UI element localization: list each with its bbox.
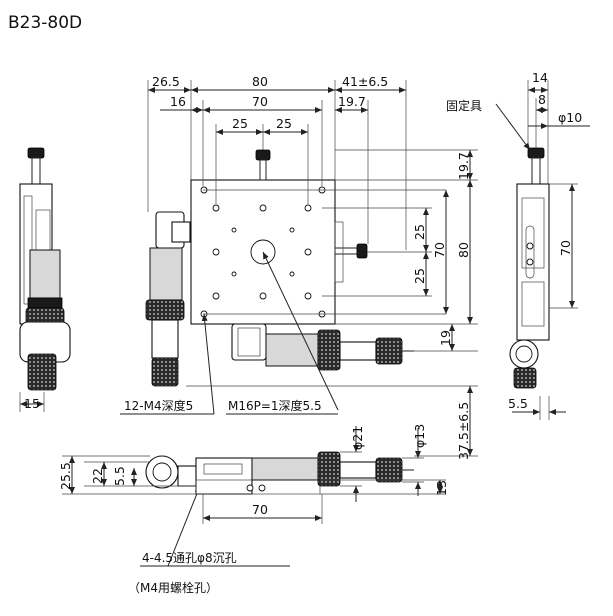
micrometer-thimble-x	[317, 329, 341, 371]
dim-5-5-side: 5.5	[508, 396, 528, 411]
bottom-micrometer-thimble	[317, 451, 341, 487]
dim-25-top-b: 25	[276, 116, 292, 131]
callouts: 12-M4深度5 M16P=1深度5.5 4-4.5通孔φ8沉孔 （M4用螺栓孔…	[120, 251, 339, 595]
bottom-micrometer-ratchet	[375, 457, 403, 483]
right-side-view: 14 8 φ10 70 5.5 固定具	[446, 70, 590, 420]
micrometer-sleeve-y	[149, 247, 183, 301]
dim-80-right: 80	[456, 242, 471, 258]
drawing-title: B23-80D	[8, 13, 82, 33]
bottom-micrometer-sleeve	[251, 457, 319, 481]
micrometer-thimble-y	[145, 299, 185, 321]
bolt-holes-label: （M4用螺栓孔）	[128, 580, 218, 595]
right-dimensions: 19.7 25 70 80 25 19 37.5±6.5	[186, 149, 478, 460]
m4-holes-label: 12-M4深度5	[124, 398, 193, 413]
dim-19-right: 19	[438, 330, 453, 346]
micrometer-ratchet-y	[151, 357, 179, 387]
bottom-view: 25.5 22 5.5 70 φ21 φ13 13	[58, 424, 449, 524]
dim-left-15: 15	[24, 396, 40, 411]
dim-37-5-pm: 37.5±6.5	[456, 402, 471, 460]
dim-phi10: φ10	[558, 110, 582, 125]
dim-70-right: 70	[432, 242, 447, 258]
dim-70-bottom: 70	[252, 502, 268, 517]
micrometer-sleeve-x	[265, 333, 319, 367]
micrometer-sleeve-left	[29, 249, 61, 299]
dim-16: 16	[170, 94, 186, 109]
through-holes-label: 4-4.5通孔φ8沉孔	[142, 551, 237, 565]
bottom-body	[195, 457, 253, 495]
dim-8: 8	[538, 92, 546, 107]
top-view	[145, 149, 414, 387]
fixture-knob-left	[27, 147, 45, 159]
dim-80-top: 80	[252, 74, 268, 89]
dim-phi13: φ13	[412, 424, 427, 448]
fixture-knob-right	[356, 243, 368, 259]
fixture-post-left	[31, 157, 41, 185]
fixture-label: 固定具	[446, 98, 482, 113]
dim-70-side: 70	[558, 240, 573, 256]
m16-hole-label: M16P=1深度5.5	[228, 398, 322, 413]
dim-25-right-a: 25	[412, 224, 427, 240]
micrometer-knurl-left-bottom	[27, 353, 57, 391]
left-side-view: 15	[19, 147, 71, 412]
dim-22-bottom: 22	[90, 468, 105, 484]
fixture-knob-top	[255, 149, 271, 161]
micrometer-ratchet-x	[375, 337, 403, 365]
dim-25-right-b: 25	[412, 268, 427, 284]
dim-25-5-bottom: 25.5	[58, 462, 73, 490]
dim-phi21: φ21	[350, 426, 365, 450]
dim-19-7-top: 19.7	[338, 94, 366, 109]
fixture-knob-side	[527, 147, 545, 159]
top-dimensions: 26.5 80 41±6.5 16 70 19.7 25 25	[147, 74, 407, 250]
dim-5-5-bottom: 5.5	[112, 466, 127, 486]
dim-70-top: 70	[252, 94, 268, 109]
dim-19-7-right: 19.7	[456, 152, 471, 180]
dim-13-bottom: 13	[434, 480, 449, 496]
dim-25-top-a: 25	[232, 116, 248, 131]
dim-26-5: 26.5	[152, 74, 180, 89]
dim-14: 14	[532, 70, 548, 85]
dim-41-pm: 41±6.5	[342, 74, 388, 89]
